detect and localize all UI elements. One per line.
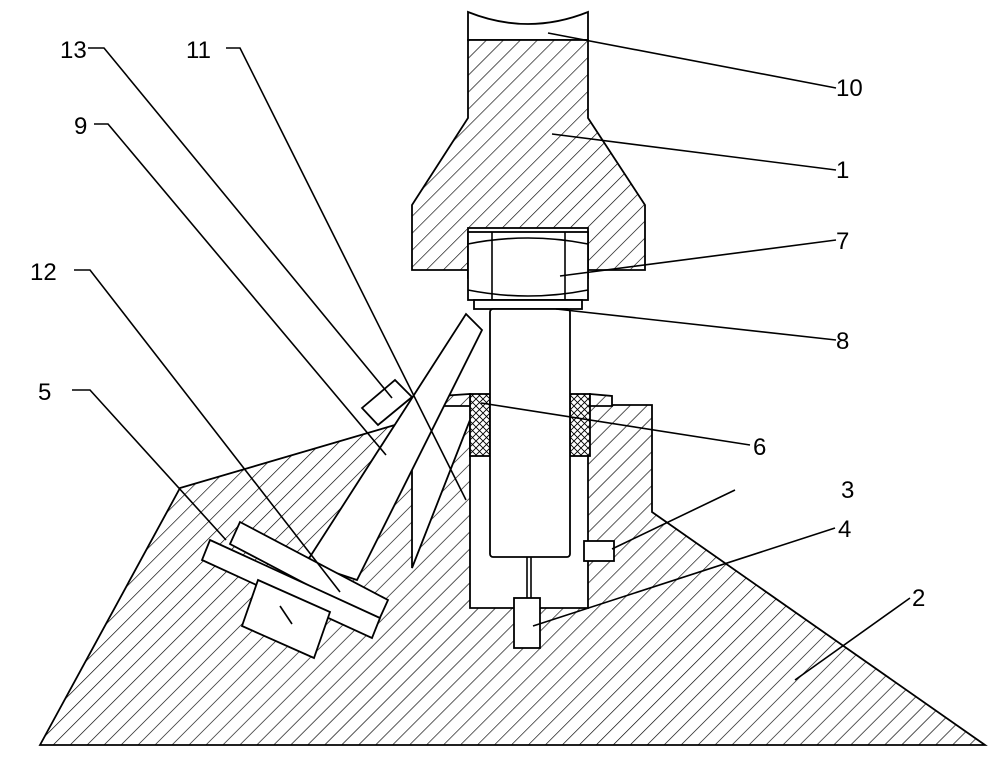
leader-5 — [72, 389, 227, 541]
clamp-part-5 — [200, 538, 382, 660]
leader-7 — [559, 239, 837, 277]
leader-13 — [88, 47, 393, 399]
leader-2 — [794, 597, 911, 681]
label-4: 4 — [838, 516, 851, 543]
label-2: 2 — [912, 585, 925, 612]
label-9: 9 — [74, 113, 87, 140]
leader-9 — [94, 123, 387, 456]
nut-part-7 — [467, 231, 589, 301]
leader-10 — [547, 32, 837, 89]
label-7: 7 — [836, 228, 849, 255]
leader-11 — [226, 47, 467, 501]
sensor-part-3 — [583, 540, 615, 562]
piston-rod — [489, 308, 571, 598]
shaft-part-10 — [467, 10, 589, 41]
leader-6 — [480, 402, 751, 446]
leader-3 — [611, 489, 736, 550]
label-12: 12 — [30, 259, 57, 286]
lever-part-9 — [304, 312, 484, 582]
washer-part-8 — [473, 299, 583, 310]
label-6: 6 — [753, 434, 766, 461]
leader-8 — [555, 308, 837, 341]
label-13: 13 — [60, 37, 87, 64]
sensor-part-4 — [513, 597, 541, 649]
leader-12 — [74, 269, 341, 593]
leader-1 — [551, 133, 837, 171]
label-8: 8 — [836, 328, 849, 355]
label-3: 3 — [841, 477, 854, 504]
leader-4 — [532, 527, 836, 627]
label-5: 5 — [38, 379, 51, 406]
label-11: 11 — [186, 37, 211, 64]
leader-lines — [72, 32, 911, 681]
label-10: 10 — [836, 75, 863, 102]
label-1: 1 — [836, 157, 849, 184]
part-number-labels: 10 1 7 8 6 3 4 2 13 11 9 12 5 — [30, 37, 925, 612]
